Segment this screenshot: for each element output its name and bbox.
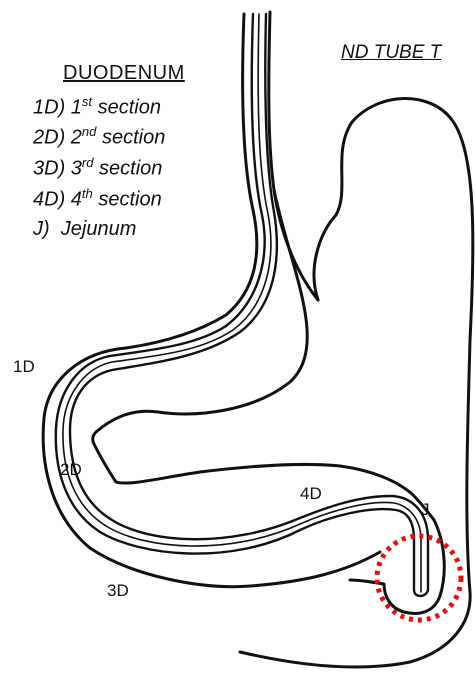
legend-text: section (98, 189, 161, 211)
page-title: ND TUBE T (341, 42, 441, 64)
legend-heading: DUODENUM (63, 62, 185, 85)
legend-ordinal-suffix: nd (82, 124, 96, 139)
duodenum-notch (93, 432, 434, 520)
legend-text: Jejunum (61, 218, 137, 240)
legend-item-4d: 4D) 4th section (33, 186, 162, 212)
legend-item-j: J) Jejunum (33, 218, 136, 241)
label-1d: 1D (13, 357, 35, 377)
legend-code: J) (33, 218, 50, 240)
legend-item-1d: 1D) 1st section (33, 94, 161, 120)
legend-ordinal: 1 (71, 97, 82, 119)
legend-code: 4D) (33, 189, 65, 211)
legend-ordinal-suffix: th (82, 186, 93, 201)
legend-ordinal: 4 (71, 189, 82, 211)
legend-item-2d: 2D) 2nd section (33, 124, 165, 150)
label-j: J (421, 500, 430, 520)
legend-code: 2D) (33, 127, 65, 149)
tube-tip-marker (377, 536, 461, 620)
label-2d: 2D (60, 460, 82, 480)
label-3d: 3D (107, 581, 129, 601)
legend-code: 3D) (33, 158, 65, 180)
legend-ordinal: 2 (71, 127, 82, 149)
legend-ordinal-suffix: rd (82, 155, 94, 170)
legend-ordinal-suffix: st (82, 94, 92, 109)
duodenum-outer-wall (43, 348, 380, 587)
legend-code: 1D) (33, 97, 65, 119)
legend-text: section (98, 97, 161, 119)
label-4d: 4D (300, 484, 322, 504)
legend-item-3d: 3D) 3rd section (33, 155, 162, 181)
jejunum-wall (350, 520, 444, 613)
legend-ordinal: 3 (71, 158, 82, 180)
legend-text: section (99, 158, 162, 180)
legend-text: section (102, 127, 165, 149)
